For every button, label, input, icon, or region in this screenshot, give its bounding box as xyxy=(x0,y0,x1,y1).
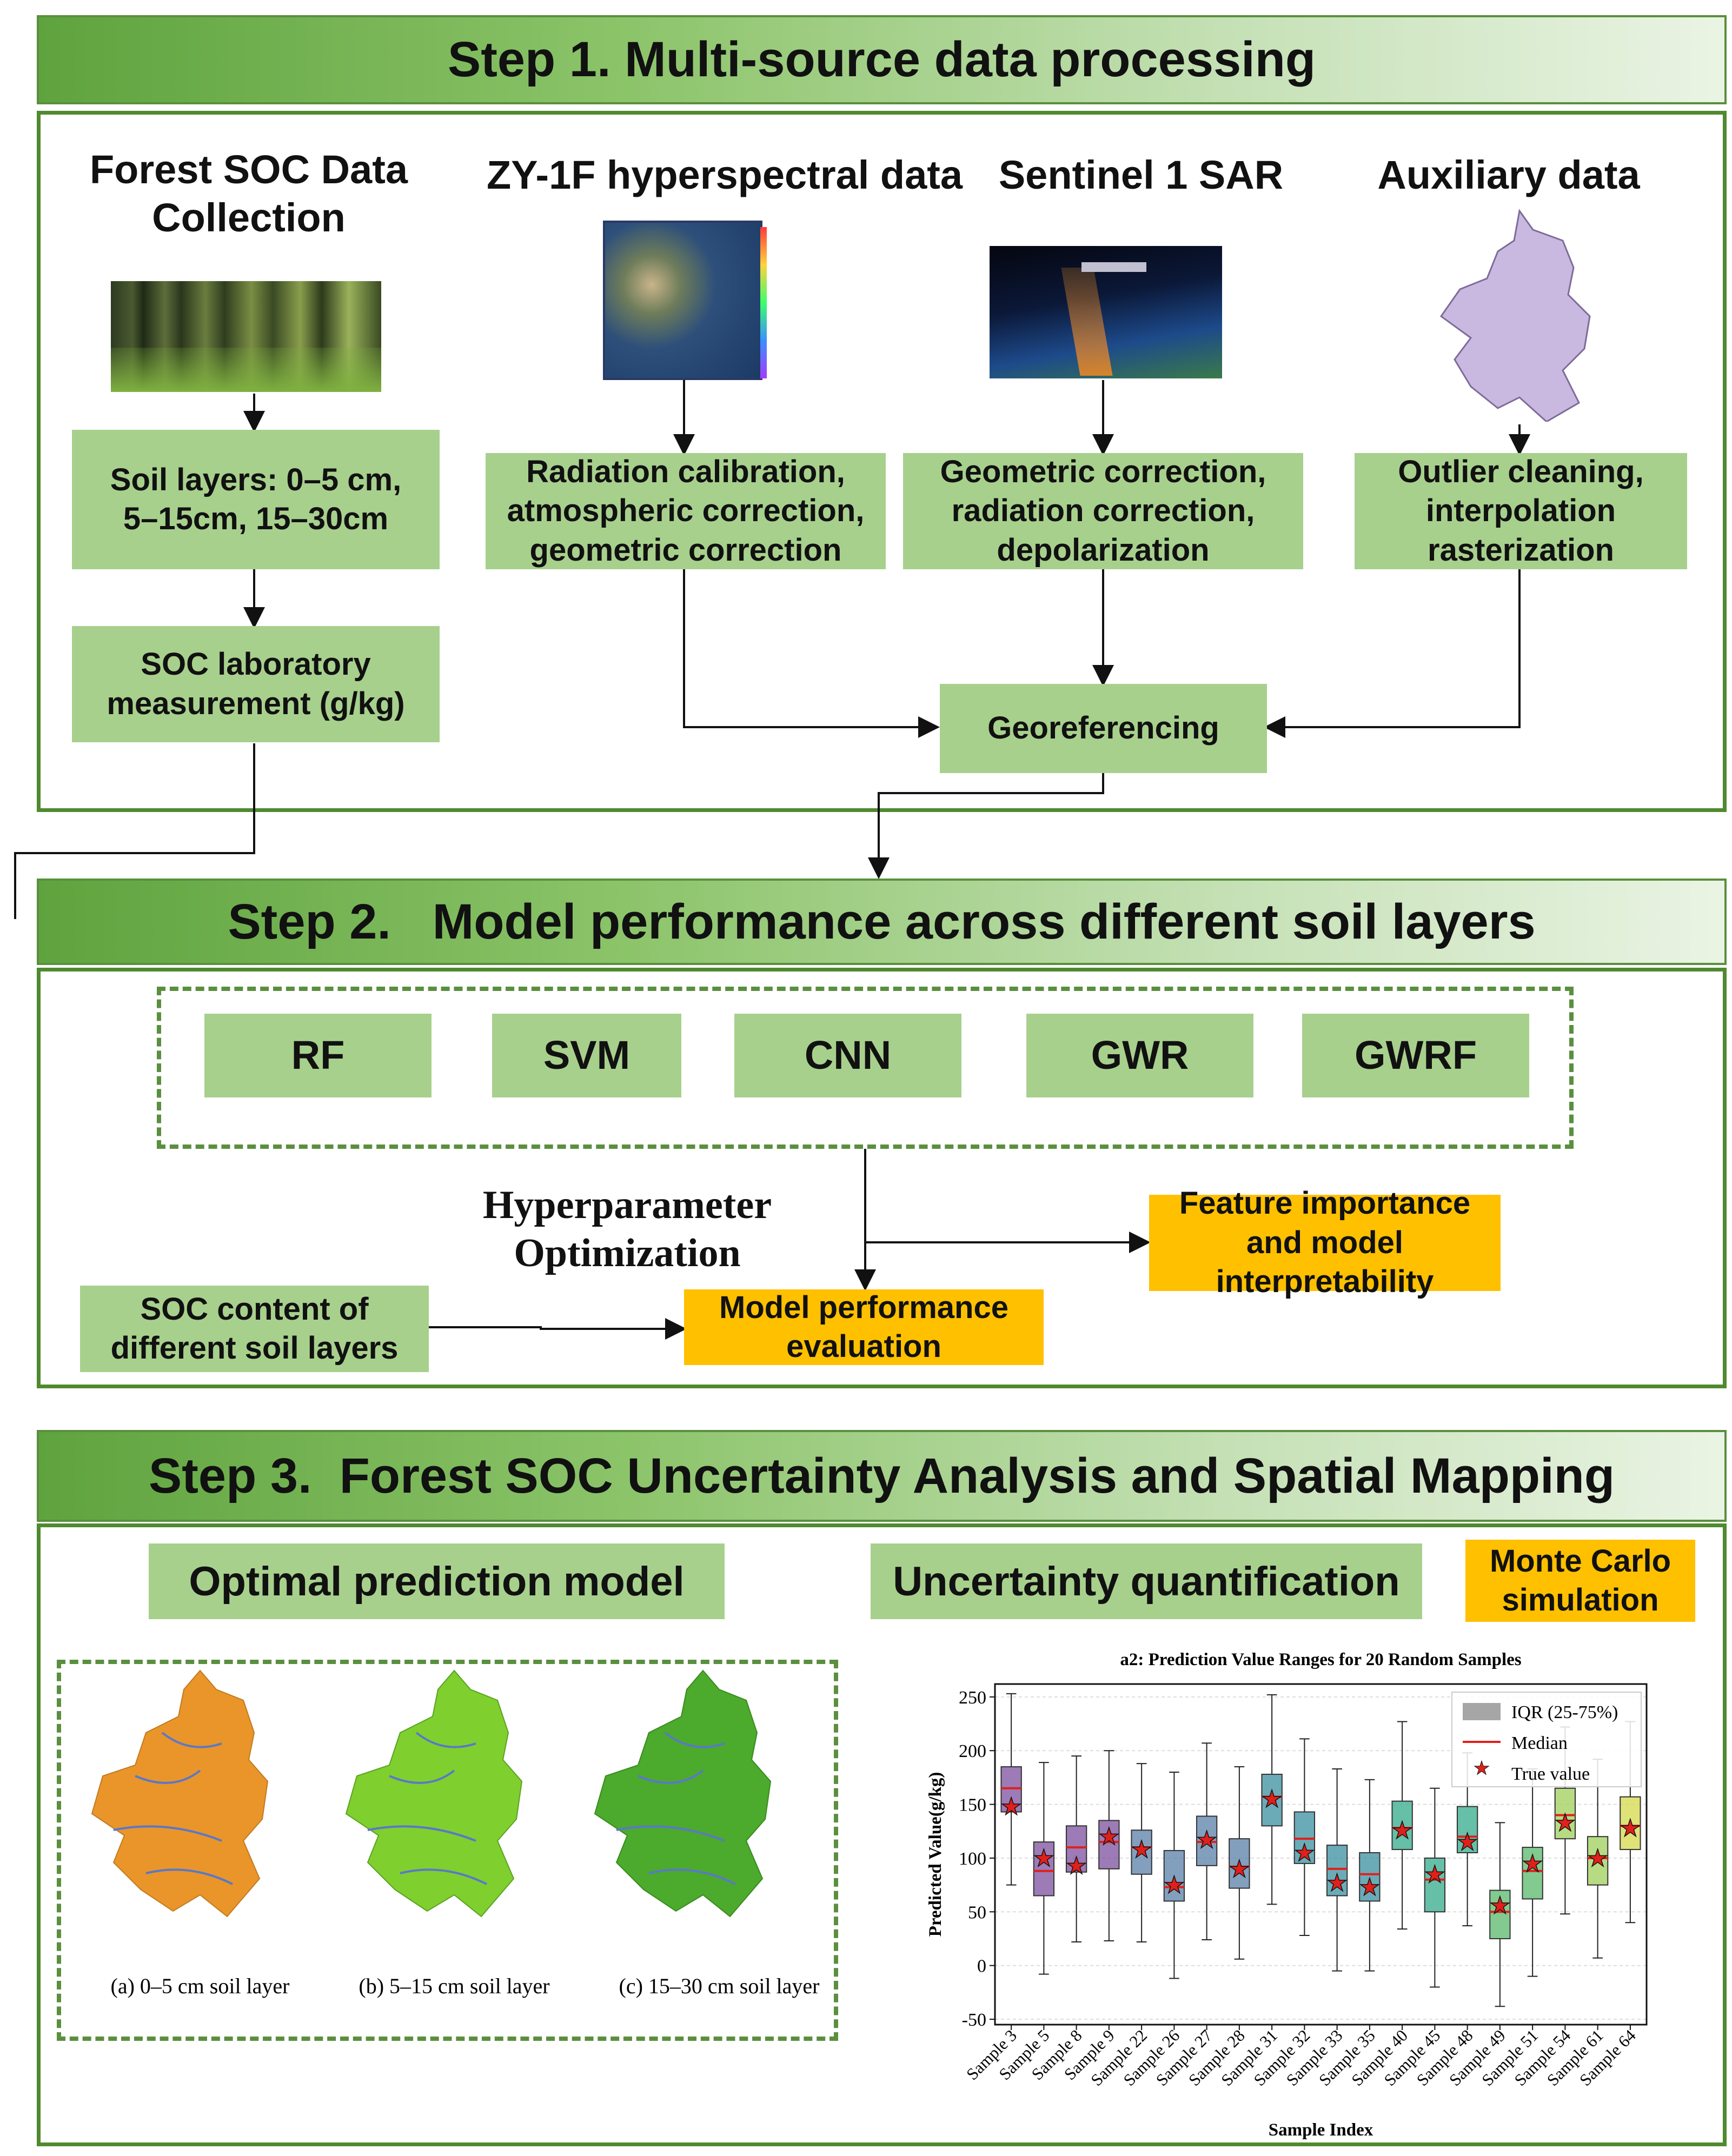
plot-frame xyxy=(994,1683,1648,2026)
optimal-model-box: Optimal prediction model xyxy=(149,1543,725,1619)
iqr-box xyxy=(1489,1889,1511,1940)
col2-title: ZY-1F hyperspectral data xyxy=(486,152,963,197)
y-tick-label: 150 xyxy=(959,1795,986,1815)
true-value-star: ★ xyxy=(1294,1840,1315,1866)
true-value-star: ★ xyxy=(1196,1827,1217,1853)
iqr-box xyxy=(1065,1825,1087,1873)
y-tick-label: -50 xyxy=(962,2010,986,2030)
forest-photo xyxy=(111,281,381,392)
true-value-star: ★ xyxy=(1620,1815,1641,1841)
step3-header: Step 3. Forest SOC Uncertainty Analysis … xyxy=(37,1430,1727,1522)
legend-star-swatch: ★ xyxy=(1474,1759,1490,1779)
iqr-box xyxy=(1587,1836,1609,1886)
iqr-box xyxy=(1098,1820,1120,1869)
y-axis-label: Predicted Value(g/kg) xyxy=(926,1772,945,1937)
true-value-star: ★ xyxy=(1457,1829,1478,1855)
lab-measurement-box: SOC laboratory measurement (g/kg) xyxy=(72,626,440,742)
boxplot-chart: a2: Prediction Value Ranges for 20 Rando… xyxy=(926,1650,1648,2140)
map-caption-c: (c) 15–30 cm soil layer xyxy=(619,1974,820,1998)
step1-connectors xyxy=(14,380,1530,919)
soil-layers-box: Soil layers: 0–5 cm, 5–15cm, 15–30cm xyxy=(72,430,440,569)
model-svm: SVM xyxy=(492,1014,681,1097)
true-value-star: ★ xyxy=(1000,1794,1021,1820)
true-value-star: ★ xyxy=(1098,1824,1119,1850)
col3-title: Sentinel 1 SAR xyxy=(998,152,1284,197)
x-axis-label: Sample Index xyxy=(1269,2120,1373,2140)
chart-title: a2: Prediction Value Ranges for 20 Rando… xyxy=(1120,1650,1521,1669)
model-gwrf: GWRF xyxy=(1302,1014,1529,1097)
step3-panel xyxy=(37,1523,1727,2146)
iqr-box xyxy=(1391,1800,1413,1851)
step2-header: Step 2. Model performance across differe… xyxy=(37,879,1727,965)
model-evaluation-box: Model performance evaluation xyxy=(684,1289,1044,1365)
hyperspectral-processing-box: Radiation calibration, atmospheric corre… xyxy=(486,453,886,569)
y-tick-label: 0 xyxy=(977,1957,986,1977)
true-value-star: ★ xyxy=(1066,1853,1087,1879)
uncertainty-box: Uncertainty quantification xyxy=(871,1543,1422,1619)
monte-carlo-box: Monte Carlo simulation xyxy=(1465,1540,1695,1622)
legend-iqr-swatch xyxy=(1463,1703,1501,1720)
auxiliary-map xyxy=(1438,208,1595,423)
legend-label: IQR (25-75%) xyxy=(1511,1702,1618,1722)
true-value-star: ★ xyxy=(1033,1845,1054,1872)
legend-label: True value xyxy=(1511,1764,1590,1784)
iqr-box xyxy=(1424,1857,1446,1913)
true-value-star: ★ xyxy=(1131,1836,1152,1863)
y-tick-label: 200 xyxy=(959,1741,986,1761)
true-value-star: ★ xyxy=(1424,1861,1445,1888)
step1-header-text: Step 1. Multi-source data processing xyxy=(447,32,1316,87)
soc-map-5-15cm xyxy=(335,1668,535,1927)
iqr-box xyxy=(1522,1847,1543,1900)
y-tick-label: 50 xyxy=(968,1902,986,1922)
iqr-box xyxy=(1620,1796,1641,1851)
iqr-box xyxy=(1033,1841,1055,1897)
col4-title: Auxiliary data xyxy=(1377,152,1640,197)
true-value-star: ★ xyxy=(1261,1786,1282,1813)
true-value-star: ★ xyxy=(1229,1856,1250,1882)
hyperparameter-label: Hyperparameter Optimization xyxy=(482,1183,772,1275)
soc-content-box: SOC content of different soil layers xyxy=(80,1286,429,1372)
auxiliary-processing-box: Outlier cleaning, interpolation rasteriz… xyxy=(1355,453,1687,569)
step1-header: Step 1. Multi-source data processing xyxy=(37,15,1727,104)
hyperspectral-image xyxy=(603,221,767,380)
soc-map-15-30cm xyxy=(584,1668,784,1927)
true-value-star: ★ xyxy=(1326,1870,1348,1897)
feature-importance-box: Feature importance and model interpretab… xyxy=(1149,1186,1501,1299)
legend-label: Median xyxy=(1511,1733,1568,1753)
true-value-star: ★ xyxy=(1555,1809,1576,1836)
y-tick-label: 100 xyxy=(959,1849,986,1869)
models-dashed-frame xyxy=(157,987,1574,1149)
model-rf: RF xyxy=(204,1014,432,1097)
map-caption-b: (b) 5–15 cm soil layer xyxy=(359,1974,550,1998)
y-tick-label: 250 xyxy=(959,1688,986,1708)
true-value-star: ★ xyxy=(1489,1892,1510,1919)
step3-header-text: Step 3. Forest SOC Uncertainty Analysis … xyxy=(148,1448,1615,1503)
step2-header-text: Step 2. Model performance across differe… xyxy=(228,894,1536,949)
maps-dashed-frame xyxy=(57,1660,838,2041)
sar-processing-box: Geometric correction, radiation correcti… xyxy=(903,453,1303,569)
iqr-box xyxy=(1359,1852,1381,1902)
true-value-star: ★ xyxy=(1522,1851,1543,1877)
true-value-star: ★ xyxy=(1587,1845,1608,1872)
true-value-star: ★ xyxy=(1391,1817,1412,1844)
col1-title: Forest SOC Data Collection xyxy=(89,147,408,240)
soc-map-0-5cm xyxy=(81,1668,281,1927)
true-value-star: ★ xyxy=(1359,1874,1380,1901)
iqr-box xyxy=(1163,1850,1185,1902)
true-value-star: ★ xyxy=(1164,1872,1185,1899)
iqr-box xyxy=(1456,1806,1478,1854)
iqr-box xyxy=(1261,1773,1283,1827)
model-gwr: GWR xyxy=(1026,1014,1253,1097)
iqr-box xyxy=(1131,1829,1152,1875)
sentinel-sar-image xyxy=(990,246,1222,378)
iqr-box xyxy=(1554,1787,1576,1840)
georeferencing-box: Georeferencing xyxy=(940,684,1267,773)
model-cnn: CNN xyxy=(734,1014,961,1097)
map-caption-a: (a) 0–5 cm soil layer xyxy=(110,1974,290,1998)
iqr-box xyxy=(1326,1845,1348,1897)
iqr-box xyxy=(1229,1838,1250,1889)
